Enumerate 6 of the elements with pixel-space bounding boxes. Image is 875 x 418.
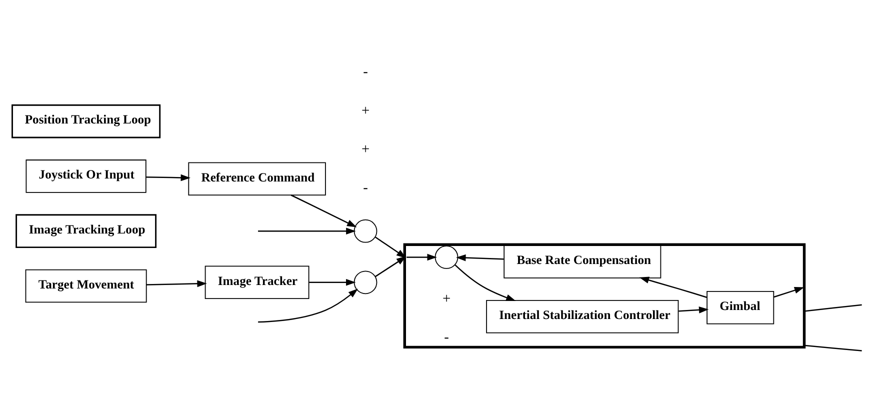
label: - xyxy=(363,180,368,196)
label: + xyxy=(361,141,370,158)
label: + xyxy=(361,102,370,118)
label: + xyxy=(442,290,451,306)
label: - xyxy=(363,64,368,80)
label: - xyxy=(444,329,449,346)
